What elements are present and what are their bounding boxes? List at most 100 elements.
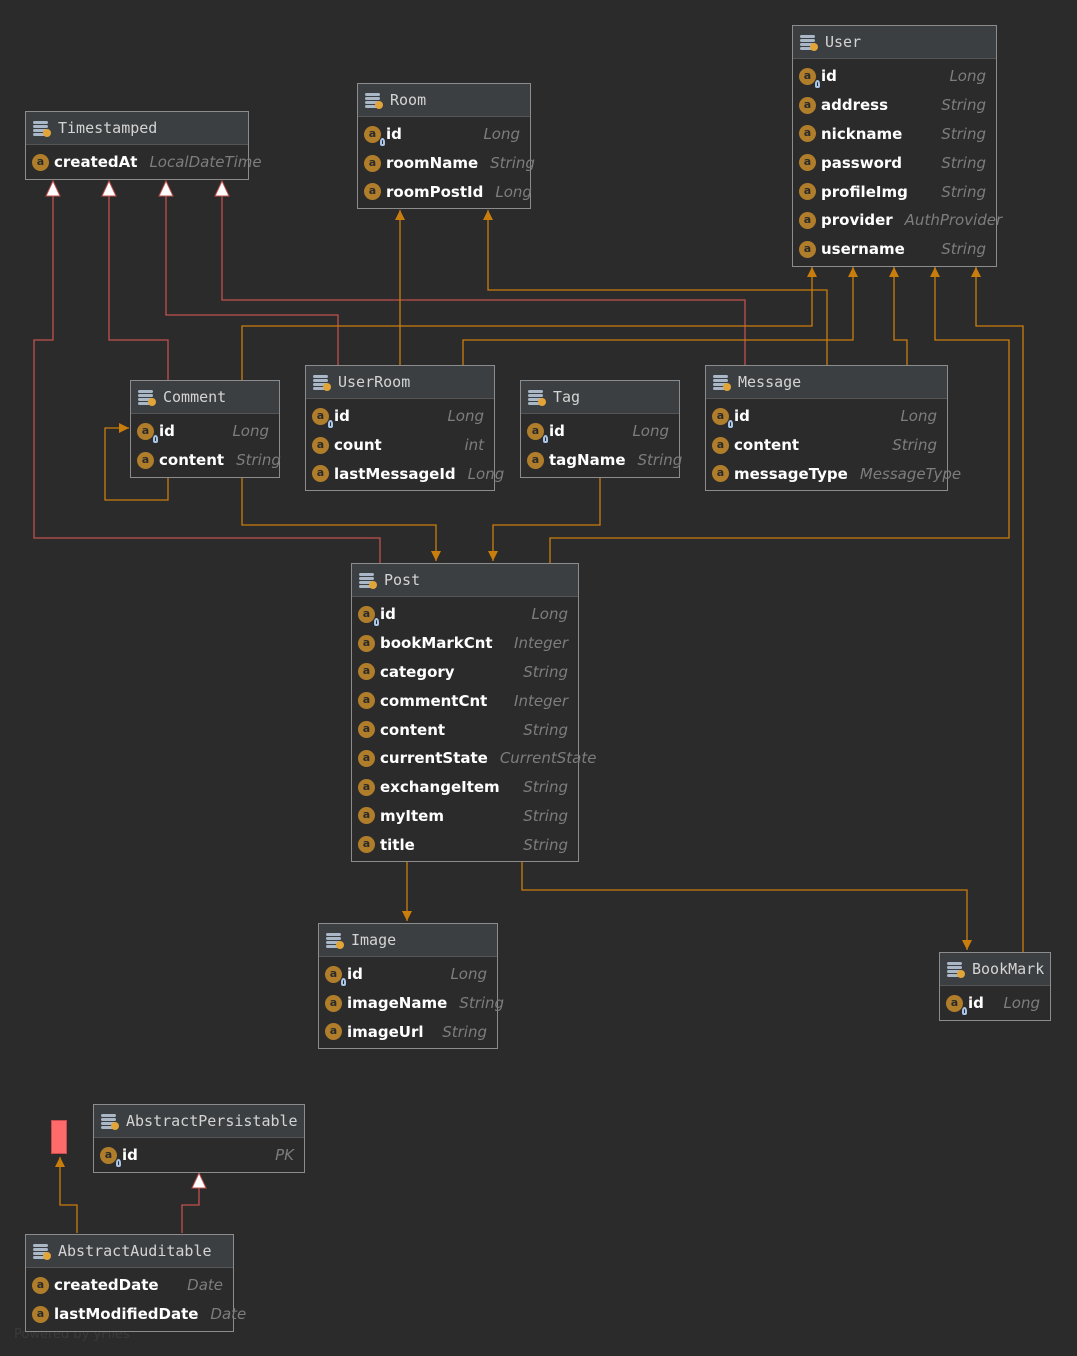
field-type: AuthProvider — [904, 211, 1003, 230]
edge-post-bookmark — [517, 851, 972, 950]
primary-key-field-icon: a — [100, 1146, 121, 1167]
field-type: String — [490, 154, 535, 173]
field-type: LocalDateTime — [149, 153, 262, 172]
field-name: commentCnt — [380, 691, 488, 710]
field-name: myItem — [380, 806, 444, 825]
field-type: Integer — [514, 691, 568, 710]
field-name: imageName — [347, 994, 448, 1013]
edge-tag-post — [488, 468, 605, 561]
field-icon: a — [358, 721, 375, 739]
field-icon: a — [358, 634, 375, 652]
field-icon: a — [364, 183, 381, 201]
entity-db-icon — [33, 121, 51, 137]
entity-header[interactable]: User — [793, 26, 996, 59]
field-name: currentState — [380, 749, 488, 768]
field-row[interactable]: a content String — [706, 431, 947, 460]
field-name: count — [334, 436, 382, 455]
entity-title: AbstractAuditable — [58, 1242, 212, 1260]
entity-header[interactable]: UserRoom — [306, 366, 494, 399]
entity-header[interactable]: Comment — [131, 381, 279, 414]
field-type: String — [941, 124, 986, 143]
field-name: id — [734, 407, 750, 426]
field-name: messageType — [734, 464, 848, 483]
field-name: content — [734, 436, 800, 455]
field-icon: a — [358, 836, 375, 854]
field-type: String — [892, 436, 937, 455]
entity-db-icon — [138, 390, 156, 406]
entity-title: Post — [384, 571, 421, 589]
entity-header[interactable]: Image — [319, 924, 497, 957]
entity-header[interactable]: Tag — [521, 381, 679, 414]
entity-header[interactable]: Message — [706, 366, 947, 399]
field-name: id — [334, 407, 350, 426]
field-name: exchangeItem — [380, 778, 500, 797]
entity-header[interactable]: BookMark — [940, 953, 1050, 986]
field-name: roomPostId — [386, 182, 484, 201]
field-icon: a — [712, 436, 729, 454]
entity-header[interactable]: Room — [358, 84, 530, 117]
field-name: password — [821, 153, 903, 172]
entity-header[interactable]: AbstractAuditable — [26, 1235, 233, 1268]
field-name: id — [821, 67, 837, 86]
field-name: content — [159, 451, 225, 470]
field-icon: a — [358, 749, 375, 767]
edge-userroom-user — [462, 267, 858, 365]
entity-header[interactable]: Timestamped — [26, 112, 248, 145]
entity-header[interactable]: AbstractPersistable — [94, 1105, 304, 1138]
entity-header[interactable]: Post — [352, 564, 578, 597]
